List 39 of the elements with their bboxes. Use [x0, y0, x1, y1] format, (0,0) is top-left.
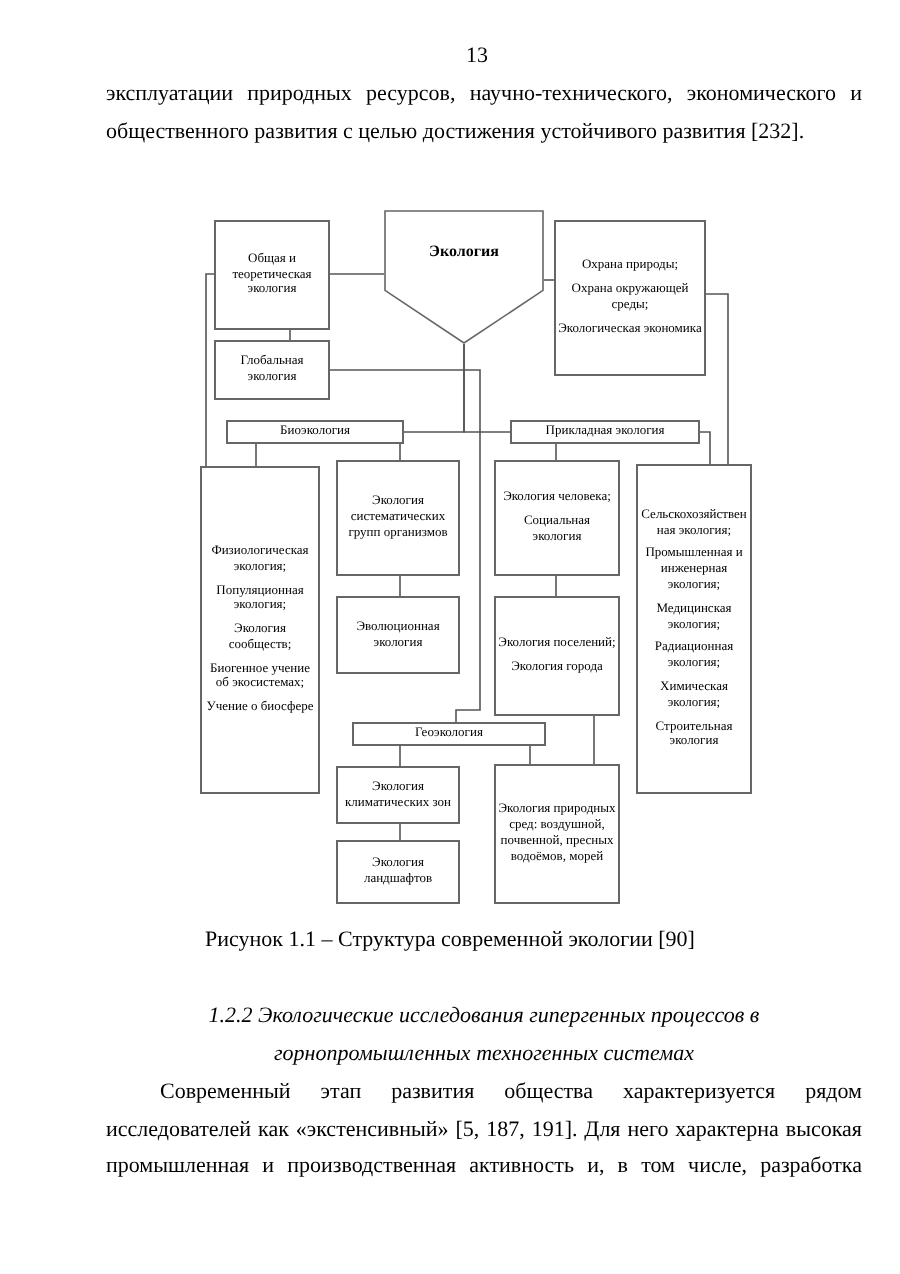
connector-line	[705, 293, 729, 465]
connector-line	[399, 745, 401, 767]
paragraph: Современный этап развития общества характеризуется рядом исследователей как «экстенсивный» [5, 187, 191]. Для него характерна высокая промышленная и производственная активность и, в том числе, разработка	[106, 1078, 862, 1182]
pentagon-node	[384, 210, 544, 344]
connector-line	[555, 443, 557, 461]
section-heading: 1.2.2 Экологические исследования гипергенных процессов в горнопромышленных техногенных системах	[206, 1002, 762, 1070]
category-box	[494, 460, 620, 576]
connector-line	[543, 279, 555, 281]
connector-line	[205, 273, 215, 467]
category-box	[352, 722, 546, 746]
category-box	[336, 766, 460, 824]
category-box	[336, 596, 460, 674]
connector-line	[699, 431, 711, 465]
connector-line	[593, 715, 595, 765]
category-box	[226, 420, 404, 444]
connector-line	[529, 745, 531, 765]
category-box	[554, 220, 706, 376]
page-number: 13	[466, 42, 488, 72]
category-box	[494, 596, 620, 716]
connector-line	[555, 575, 557, 597]
connector-line	[399, 823, 401, 841]
figure-caption: Рисунок 1.1 – Структура современной экологии [90]	[203, 926, 697, 956]
paragraph: эксплуатации природных ресурсов, научно-технического, экономического и общественного развития с целью достижения устойчивого развития [232].	[106, 80, 862, 148]
category-box	[336, 840, 460, 904]
category-box	[636, 464, 752, 794]
connector-line	[329, 369, 481, 723]
node-title: Экология	[429, 242, 499, 262]
connector-line	[399, 443, 401, 461]
connector-line	[329, 273, 385, 275]
connector-line	[255, 443, 257, 467]
connector-line	[289, 329, 291, 341]
category-box	[214, 340, 330, 400]
category-box	[510, 420, 700, 444]
connector-line	[463, 343, 511, 433]
category-box	[336, 460, 460, 576]
category-box	[200, 466, 320, 794]
category-box	[494, 764, 620, 904]
connector-line	[399, 575, 401, 597]
category-box	[214, 220, 330, 330]
